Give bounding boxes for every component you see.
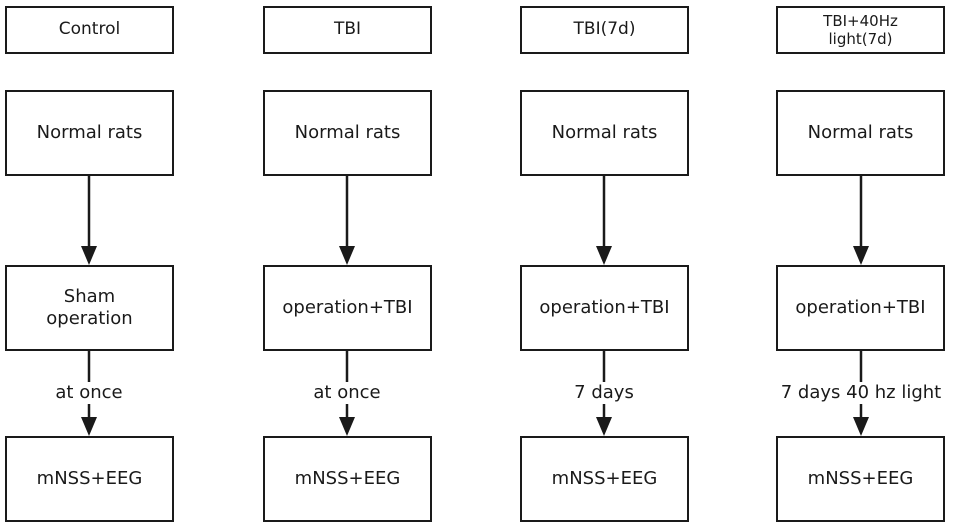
arrowhead-tbi7d-1 (596, 246, 612, 265)
step-mnss-eeg-light: mNSS+EEG (776, 436, 945, 522)
step-sham-operation: Sham operation (5, 265, 174, 351)
step-operation-tbi: operation+TBI (263, 265, 432, 351)
edge-label-tbi-7d: 7 days (554, 382, 654, 404)
step-operation-tbi-7d: operation+TBI (520, 265, 689, 351)
group-header-label-line2: light(7d) (828, 30, 893, 48)
step-label: Normal rats (36, 121, 143, 143)
step-normal-rats-tbi-7d: Normal rats (520, 90, 689, 176)
group-header-label: TBI (333, 19, 362, 40)
group-header-label-line1: TBI+40Hz (823, 12, 898, 30)
group-header-tbi: TBI (263, 6, 432, 54)
step-label: mNSS+EEG (294, 467, 401, 489)
step-label: Normal rats (807, 121, 914, 143)
step-mnss-eeg-tbi-7d: mNSS+EEG (520, 436, 689, 522)
edge-label-light: 7 days 40 hz light (773, 382, 949, 404)
arrowhead-light-2 (853, 417, 869, 436)
arrowhead-control-2 (81, 417, 97, 436)
arrowhead-tbi-1 (339, 246, 355, 265)
step-normal-rats-light: Normal rats (776, 90, 945, 176)
step-label-line1: Sham (63, 285, 116, 307)
step-label-line2: operation (46, 308, 133, 329)
arrowhead-tbi7d-2 (596, 417, 612, 436)
step-label: operation+TBI (539, 296, 670, 318)
edge-label-tbi: at once (297, 382, 397, 404)
step-label: operation+TBI (795, 296, 926, 318)
edge-label-control: at once (39, 382, 139, 404)
step-normal-rats-tbi: Normal rats (263, 90, 432, 176)
step-label: mNSS+EEG (551, 467, 658, 489)
group-header-control: Control (5, 6, 174, 54)
arrowhead-tbi-2 (339, 417, 355, 436)
group-header-label: Control (58, 19, 121, 40)
step-label: mNSS+EEG (807, 467, 914, 489)
arrowhead-light-1 (853, 246, 869, 265)
group-header-tbi-7d: TBI(7d) (520, 6, 689, 54)
group-header-label: TBI(7d) (573, 19, 636, 40)
group-header-tbi-40hz-light: TBI+40Hz light(7d) (776, 6, 945, 54)
step-label: Normal rats (551, 121, 658, 143)
step-operation-tbi-light: operation+TBI (776, 265, 945, 351)
step-label: mNSS+EEG (36, 467, 143, 489)
step-label: operation+TBI (282, 296, 413, 318)
step-label: Normal rats (294, 121, 401, 143)
step-mnss-eeg-tbi: mNSS+EEG (263, 436, 432, 522)
step-normal-rats-control: Normal rats (5, 90, 174, 176)
step-mnss-eeg-control: mNSS+EEG (5, 436, 174, 522)
arrowhead-control-1 (81, 246, 97, 265)
